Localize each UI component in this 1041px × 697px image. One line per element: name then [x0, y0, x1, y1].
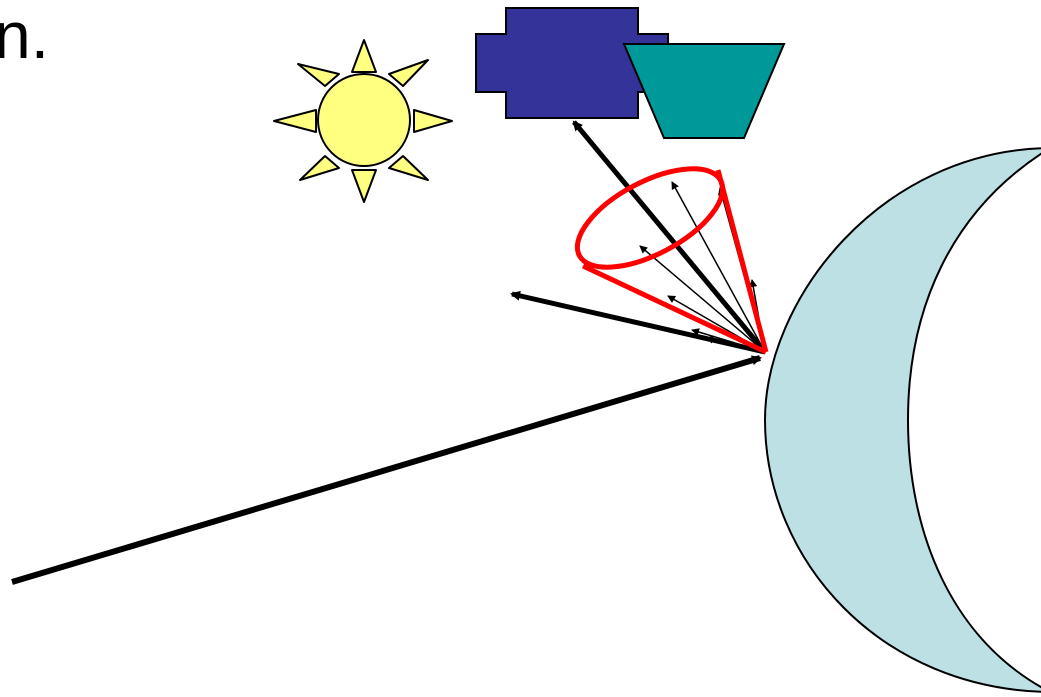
reflection-cone: [562, 149, 766, 352]
crescent-moon-icon: [765, 148, 1041, 692]
sun-icon: [274, 40, 452, 202]
lamp-shade-shape: [624, 44, 784, 138]
incident-ray: [12, 358, 760, 582]
